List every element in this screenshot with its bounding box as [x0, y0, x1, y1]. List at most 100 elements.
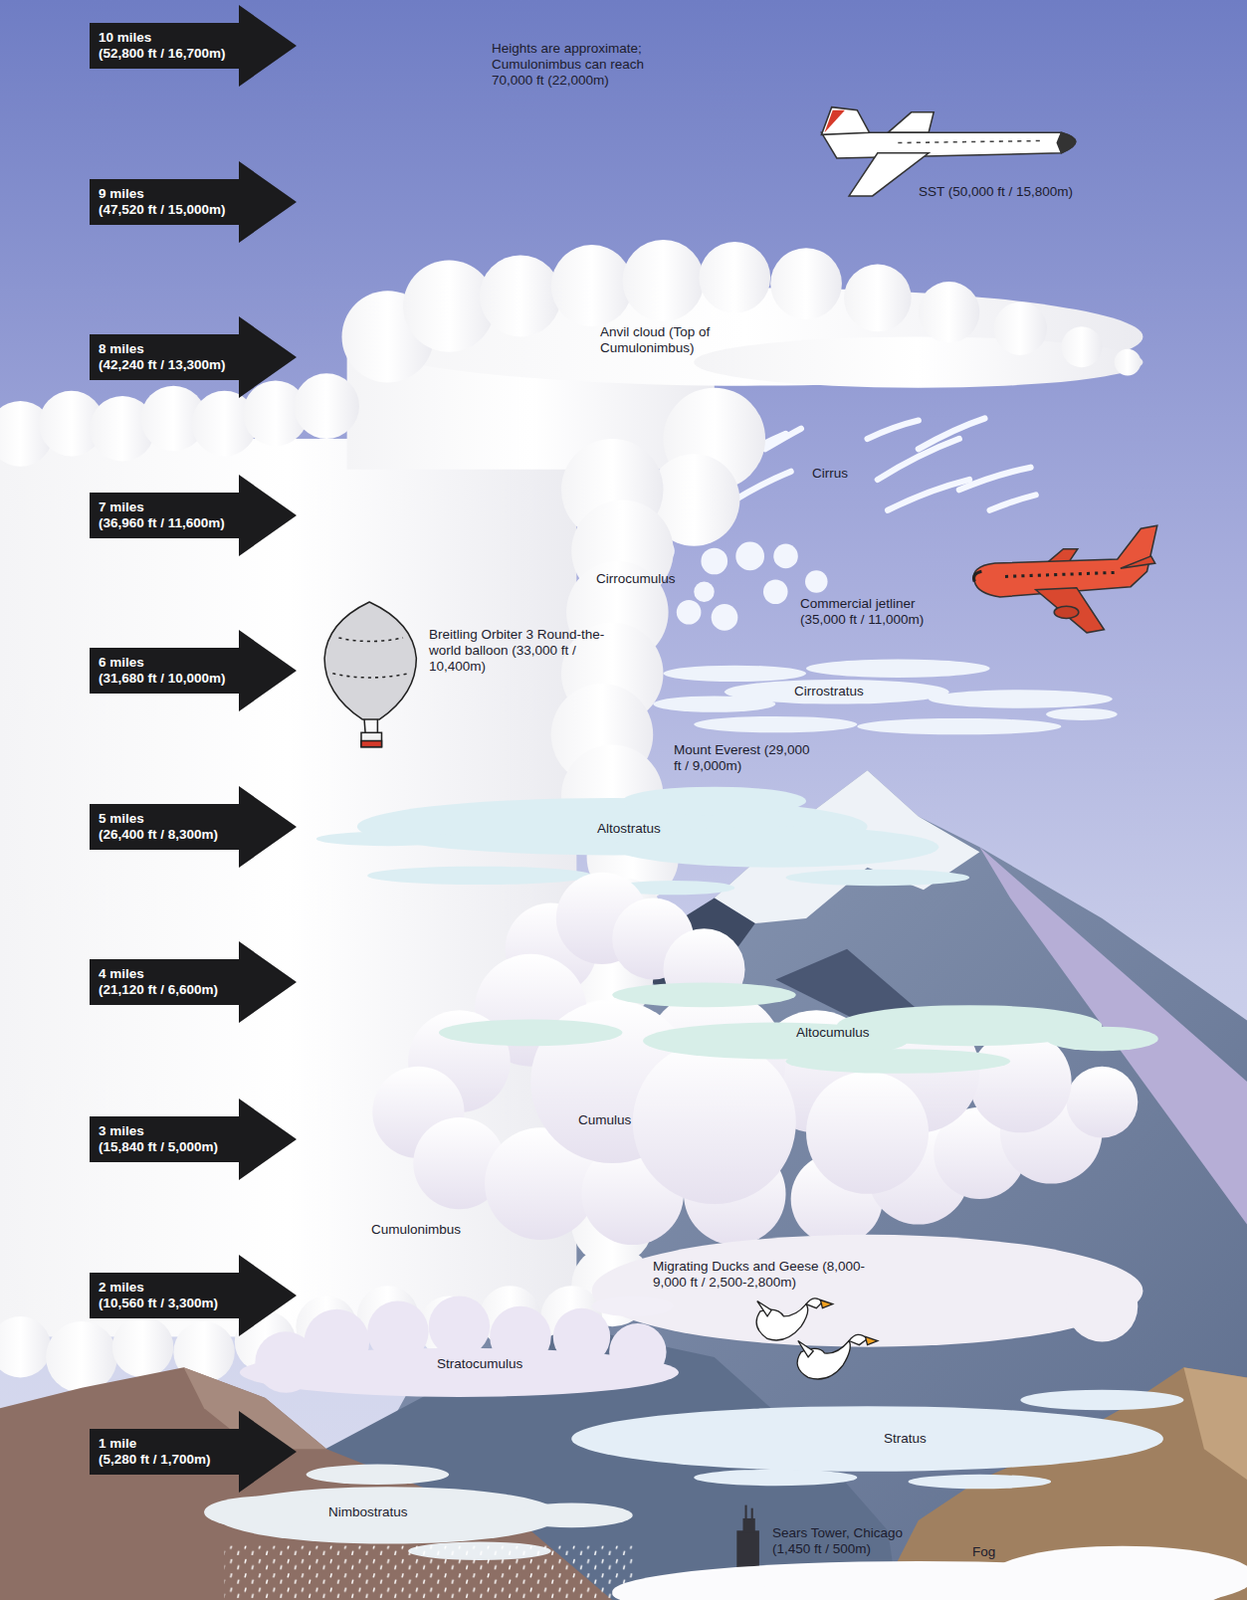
- cloud-label: Fog: [972, 1544, 996, 1561]
- cirrus-cloud: [918, 417, 986, 449]
- cumulonimbus-cloud: [551, 244, 633, 327]
- arrow-shape: [89, 4, 297, 87]
- ducks: [798, 1341, 814, 1358]
- arrow-text: 2 miles(10,560 ft / 3,300m): [98, 1279, 218, 1312]
- cumulus-cloud: [806, 1071, 929, 1195]
- cumulonimbus-cloud: [1114, 349, 1142, 377]
- altostratus-cloud: [367, 866, 593, 885]
- fog: [990, 1546, 1247, 1600]
- mountain-label: Mount Everest (29,000 ft / 9,000m): [673, 742, 813, 775]
- arrow-shape: [89, 316, 297, 399]
- ducks: [865, 1336, 878, 1345]
- altitude-miles: 1 mile: [98, 1436, 211, 1453]
- rain: [224, 1546, 633, 1600]
- cumulonimbus-cloud: [918, 281, 981, 344]
- sst-plane: [1056, 132, 1075, 154]
- sst-plane: [824, 110, 845, 134]
- stratus-cloud: [908, 1474, 1052, 1489]
- altitude-arrow: 4 miles(21,120 ft / 6,600m): [89, 941, 297, 1024]
- ducks: [797, 1341, 850, 1380]
- cloud-label: Cirrocumulus: [596, 571, 676, 588]
- cirrocumulus-cloud: [773, 544, 799, 570]
- arrow-text: 10 miles(52,800 ft / 16,700m): [98, 29, 226, 62]
- jetliner-plane: [1005, 572, 1118, 577]
- altitude-arrow: 1 mile(5,280 ft / 1,700m): [89, 1411, 297, 1493]
- arrow-text: 8 miles(42,240 ft / 13,300m): [98, 341, 226, 374]
- cloud-label: Cirrus: [812, 465, 848, 482]
- cumulonimbus-cloud: [112, 1316, 175, 1379]
- cumulonimbus-cloud: [770, 247, 842, 320]
- balloon: [364, 719, 378, 733]
- arrow-text: 6 miles(31,680 ft / 10,000m): [98, 654, 226, 687]
- arrow-shape: [89, 941, 297, 1024]
- jetliner-plane: [973, 525, 1157, 633]
- arrow-shape: [89, 474, 297, 557]
- sst-plane: [821, 107, 869, 136]
- nimbostratus-cloud: [306, 1464, 450, 1486]
- sst-plane: [897, 141, 1041, 144]
- fog: [612, 1546, 1247, 1600]
- altocumulus-cloud: [612, 983, 797, 1009]
- cirrocumulus-cloud: [711, 604, 739, 631]
- ducks: [756, 1298, 878, 1380]
- sears-tower: [742, 1518, 755, 1533]
- altostratus-cloud: [622, 787, 807, 817]
- cloud-label: Cumulus: [578, 1112, 631, 1129]
- cumulus-cloud: [372, 872, 1143, 1348]
- altitude-value: (5,280 ft / 1,700m): [98, 1452, 211, 1468]
- altitude-miles: 8 miles: [98, 341, 226, 358]
- altitude-miles: 9 miles: [98, 186, 226, 203]
- nimbostratus-cloud: [510, 1503, 633, 1529]
- altostratus-cloud: [786, 869, 971, 886]
- altitude-miles: 10 miles: [98, 29, 226, 46]
- plane-label: SST (50,000 ft / 15,800m): [918, 184, 1097, 201]
- cloud-label: Cirrostratus: [794, 683, 864, 700]
- stratus-cloud: [1020, 1390, 1184, 1412]
- cirrocumulus-cloud: [805, 570, 829, 594]
- stratus-cloud: [571, 1390, 1184, 1489]
- altocumulus-cloud: [438, 1019, 624, 1046]
- altitude-arrow: 5 miles(26,400 ft / 8,300m): [89, 786, 297, 868]
- balloon-label: Breitling Orbiter 3 Round-the-world ball…: [428, 626, 616, 675]
- altitude-value: (36,960 ft / 11,600m): [98, 515, 225, 532]
- altitude-miles: 3 miles: [98, 1123, 218, 1140]
- balloon: [361, 741, 383, 748]
- nimbostratus-cloud: [204, 1495, 327, 1529]
- cirrus-cloud: [867, 420, 919, 439]
- cirrus-cloud: [887, 479, 970, 511]
- stratocumulus-cloud: [592, 1295, 674, 1317]
- mountain-range: [1183, 1367, 1247, 1480]
- altitude-value: (21,120 ft / 6,600m): [98, 982, 218, 999]
- arrow-shape: [89, 1098, 297, 1181]
- altitude-arrow: 10 miles(52,800 ft / 16,700m): [89, 4, 297, 87]
- altitude-arrow: 6 miles(31,680 ft / 10,000m): [89, 629, 297, 712]
- arrow-text: 3 miles(15,840 ft / 5,000m): [98, 1123, 218, 1156]
- stratus-cloud: [693, 1469, 857, 1486]
- altitude-value: (15,840 ft / 5,000m): [98, 1139, 218, 1156]
- balloon: [324, 602, 416, 748]
- cirrostratus-cloud: [928, 689, 1113, 708]
- altostratus-cloud: [316, 787, 970, 896]
- jetliner-plane: [1036, 588, 1105, 633]
- sears-tower: [745, 1505, 748, 1520]
- sst-plane: [821, 132, 1075, 159]
- cumulonimbus-cloud: [479, 254, 562, 337]
- altitude-arrow: 7 miles(36,960 ft / 11,600m): [89, 474, 297, 557]
- cloud-label: Cumulonimbus: [371, 1222, 461, 1239]
- cloud-label: Stratocumulus: [436, 1356, 523, 1373]
- arrow-shape: [89, 1411, 297, 1493]
- cloud-label: Nimbostratus: [328, 1504, 409, 1521]
- jetliner-plane: [1053, 606, 1079, 619]
- cumulonimbus-cloud: [1060, 326, 1102, 368]
- height-note: Heights are approximate; Cumulonimbus ca…: [491, 40, 678, 89]
- cumulonimbus-cloud: [994, 302, 1047, 356]
- stratocumulus-cloud: [239, 1295, 679, 1398]
- cumulus-cloud: [592, 1235, 1144, 1348]
- altitude-miles: 5 miles: [98, 811, 218, 828]
- sst-plane: [821, 107, 1075, 197]
- arrow-shape: [89, 1254, 297, 1337]
- altitude-value: (31,680 ft / 10,000m): [98, 670, 226, 687]
- nimbostratus-cloud: [204, 1464, 633, 1561]
- altitude-miles: 4 miles: [98, 966, 218, 983]
